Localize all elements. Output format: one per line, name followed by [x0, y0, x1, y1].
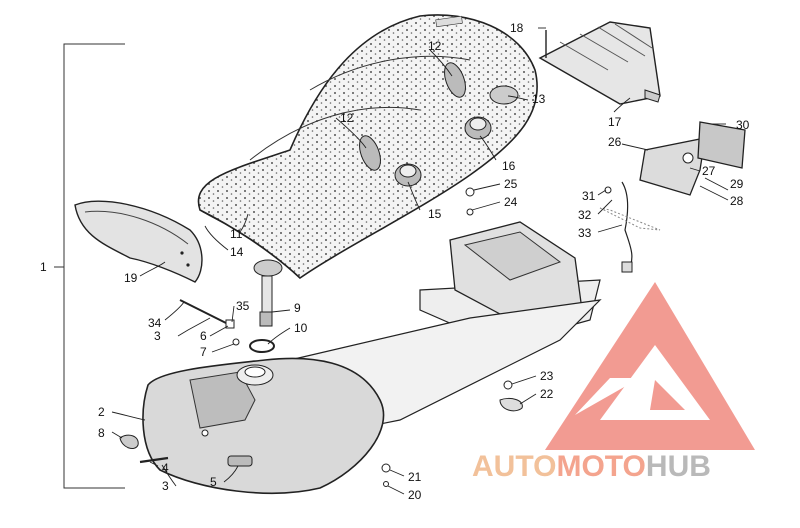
callout-17: 17: [608, 115, 622, 129]
callout-12b: 12: [340, 111, 354, 125]
callout-22: 22: [540, 387, 554, 401]
seat-assembly: [197, 14, 538, 280]
callout-9: 9: [294, 301, 301, 315]
rear-cover-19: [74, 200, 203, 283]
callout-21: 21: [408, 470, 422, 484]
callout-32: 32: [578, 208, 592, 222]
callout-5: 5: [210, 475, 217, 489]
callout-7: 7: [200, 345, 207, 359]
callout-3b: 3: [162, 479, 169, 493]
knob-16: [464, 116, 492, 140]
callout-10: 10: [294, 321, 308, 335]
callout-13: 13: [532, 92, 546, 106]
callout-labels: 1 2 3 3 4 5 6 7 8 9 10 11 12 12 13 14 15…: [40, 21, 750, 502]
callout-25: 25: [504, 177, 518, 191]
storage-tray-17: [538, 21, 661, 105]
small-hardware: [119, 187, 523, 487]
callout-23: 23: [540, 369, 554, 383]
o-ring-10: [249, 339, 275, 353]
callout-2: 2: [98, 405, 105, 419]
watermark-text: AUTOMOTOHUB: [472, 450, 711, 483]
leader-lines: [111, 27, 729, 495]
svg-text:AUTOMOTOHUB: AUTOMOTOHUB: [472, 450, 711, 483]
callout-14: 14: [230, 245, 244, 259]
watermark-auto: AUTO: [472, 450, 556, 483]
taillight-assembly: [599, 121, 746, 273]
assembly-bracket: [54, 43, 125, 489]
callout-28: 28: [730, 194, 744, 208]
callout-11: 11: [230, 227, 243, 241]
callout-29: 29: [730, 177, 744, 191]
callout-4: 4: [162, 461, 169, 475]
cap-13: [489, 85, 519, 105]
watermark-moto: MOTO: [556, 450, 645, 483]
callout-34: 34: [148, 316, 162, 330]
knob-15: [394, 163, 422, 187]
callout-27: 27: [702, 164, 716, 178]
callout-30: 30: [736, 118, 750, 132]
callout-33: 33: [578, 226, 592, 240]
callout-3a: 3: [154, 329, 161, 343]
callout-35: 35: [236, 299, 250, 313]
callout-6: 6: [200, 329, 207, 343]
callout-15: 15: [428, 207, 442, 221]
callout-31: 31: [582, 189, 596, 203]
fuel-sender-9: [253, 259, 283, 327]
callout-19: 19: [124, 271, 138, 285]
callout-20: 20: [408, 488, 422, 502]
watermark-logo-icon: [545, 282, 755, 450]
callout-1: 1: [40, 260, 47, 274]
watermark-hub: HUB: [646, 450, 711, 483]
callout-12a: 12: [428, 39, 442, 53]
callout-24: 24: [504, 195, 518, 209]
fuel-tank: [142, 357, 385, 494]
callout-26: 26: [608, 135, 622, 149]
callout-18: 18: [510, 21, 524, 35]
callout-8: 8: [98, 426, 105, 440]
callout-16: 16: [502, 159, 516, 173]
